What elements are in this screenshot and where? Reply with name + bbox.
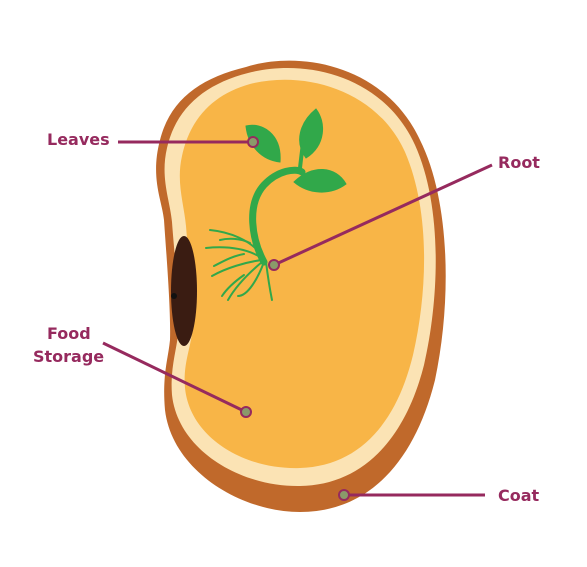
hilum-dot xyxy=(171,293,177,299)
marker-food-storage xyxy=(240,406,252,418)
sprout-leaf-top xyxy=(299,108,324,159)
sprout-leaf-right xyxy=(293,169,347,193)
sprout-roots xyxy=(205,229,273,301)
marker-coat xyxy=(338,489,350,501)
label-food-storage-line1: Food xyxy=(47,324,91,343)
label-food-storage-line2: Storage xyxy=(33,347,104,366)
hilum xyxy=(171,236,197,346)
label-root: Root xyxy=(498,153,540,172)
embryo-sprout xyxy=(205,108,347,301)
food-storage-area xyxy=(179,79,425,469)
marker-dots xyxy=(240,136,350,501)
sprout-stem-branch xyxy=(298,123,308,170)
leader-line-root xyxy=(273,163,493,267)
leader-lines xyxy=(102,140,493,497)
marker-root xyxy=(268,259,280,271)
label-coat: Coat xyxy=(498,486,540,505)
label-leaves: Leaves xyxy=(47,130,110,149)
leader-line-food-storage xyxy=(102,341,247,414)
marker-leaves xyxy=(247,136,259,148)
sprout-stem xyxy=(249,166,306,266)
